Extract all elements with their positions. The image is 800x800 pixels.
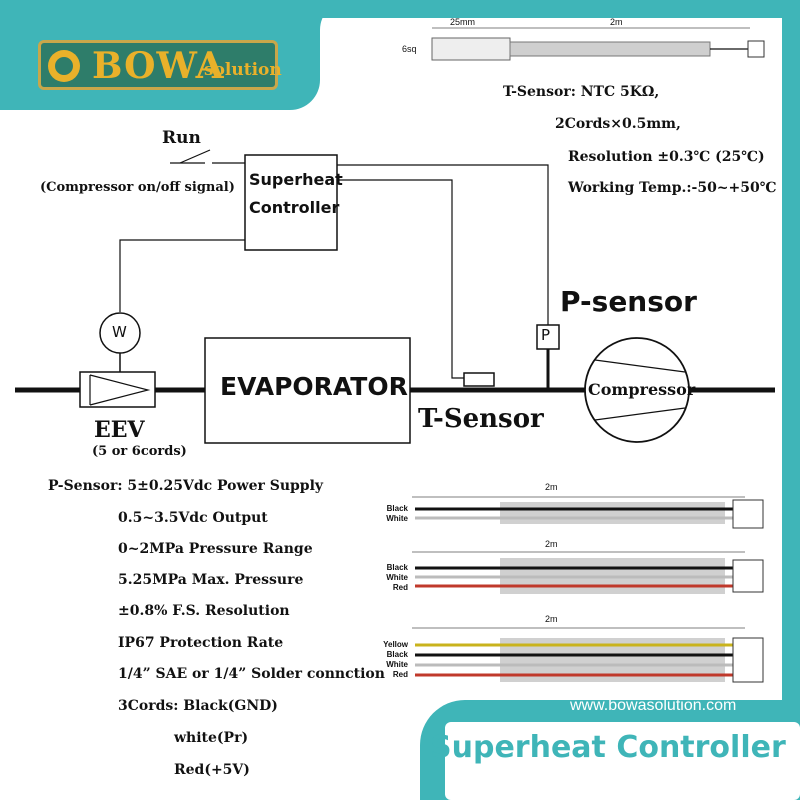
cable1-wire-label-1: Black — [386, 504, 408, 513]
t-wire — [337, 179, 465, 379]
evaporator-label: EVAPORATOR — [220, 372, 408, 401]
tsensor-connector — [747, 40, 765, 58]
pspec-line-8: 3Cords: Black(GND) — [118, 698, 278, 714]
compressor-label: Compressor — [588, 380, 696, 399]
cable3-length: 2m — [545, 614, 558, 624]
banner-inner — [445, 722, 800, 800]
brand-suffix: solution — [204, 60, 282, 80]
top-strip — [320, 0, 800, 18]
tspec-line-3: Resolution ±0.3℃ (25℃) — [568, 149, 765, 165]
compressor-line-1 — [594, 359, 686, 373]
cable3-wire-label-3: White — [386, 660, 408, 669]
tsensor-cable — [509, 41, 711, 57]
pspec-line-7: 1/4” SAE or 1/4” Solder connction — [118, 666, 385, 682]
eev-valve — [79, 371, 156, 408]
right-strip — [782, 0, 800, 800]
banner-title: Superheat Controller — [430, 730, 786, 765]
eev-arrow — [89, 374, 151, 406]
controller-box — [244, 154, 338, 251]
cable3-wire-label-4: Red — [392, 670, 408, 679]
cable3-wire-label-2: Black — [386, 650, 408, 659]
pspec-line-6: IP67 Protection Rate — [118, 635, 284, 651]
w-label: W — [112, 323, 127, 341]
t-sensor-label: T-Sensor — [418, 404, 544, 434]
pspec-line-10: Red(+5V) — [174, 762, 250, 778]
tspec-line-2: 2Cords×0.5mm, — [555, 116, 681, 132]
p-label: P — [541, 326, 551, 344]
eev-label: EEV — [94, 417, 145, 443]
pspec-line-1: P-Sensor: 5±0.25Vdc Power Supply — [48, 478, 324, 494]
cable3-wire-label-1: Yellow — [383, 640, 408, 649]
cable1-connector — [732, 499, 764, 529]
tsensor-probe — [431, 37, 511, 61]
t-sensor-bulb — [463, 372, 495, 387]
cable1-wire-label-2: White — [386, 514, 408, 523]
pspec-line-4: 5.25MPa Max. Pressure — [118, 572, 304, 588]
cable2-wire-label-2: White — [386, 573, 408, 582]
pspec-line-5: ±0.8% F.S. Resolution — [118, 603, 290, 619]
controller-label-1: Superheat — [249, 170, 343, 189]
run-switch — [179, 149, 211, 164]
cable2-wire-label-1: Black — [386, 563, 408, 572]
eev-note-label: (5 or 6cords) — [92, 444, 187, 459]
w-wire — [119, 239, 245, 312]
p-sensor-label: P-sensor — [560, 285, 697, 318]
compressor-circle — [584, 337, 690, 443]
pspec-line-2: 0.5~3.5Vdc Output — [118, 510, 268, 526]
cable1-jacket — [500, 502, 725, 524]
cable2-wire-label-3: Red — [392, 583, 408, 592]
run-label: Run — [162, 128, 201, 148]
logo-emblem-icon — [48, 50, 80, 82]
cable2-length: 2m — [545, 539, 558, 549]
cable2-connector — [732, 559, 764, 593]
compressor-line-2 — [594, 407, 686, 421]
dim-6sq-label: 6sq — [402, 44, 417, 54]
cable1-length: 2m — [545, 482, 558, 492]
controller-label-2: Controller — [249, 198, 340, 217]
tspec-line-4: Working Temp.:-50~+50℃ — [568, 180, 777, 196]
brand-name: BOWA — [92, 45, 225, 87]
cable3-connector — [732, 637, 764, 683]
compressor-signal-label: (Compressor on/off signal) — [40, 180, 235, 195]
dim-2m-label: 2m — [610, 17, 623, 27]
pspec-line-3: 0~2MPa Pressure Range — [118, 541, 313, 557]
dim-25mm-label: 25mm — [450, 17, 476, 27]
pspec-line-9: white(Pr) — [174, 730, 249, 746]
p-wire — [337, 164, 549, 325]
tspec-line-1: T-Sensor: NTC 5KΩ, — [503, 84, 660, 100]
website-link[interactable]: www.bowasolution.com — [570, 697, 737, 714]
evaporator-box — [204, 337, 411, 444]
